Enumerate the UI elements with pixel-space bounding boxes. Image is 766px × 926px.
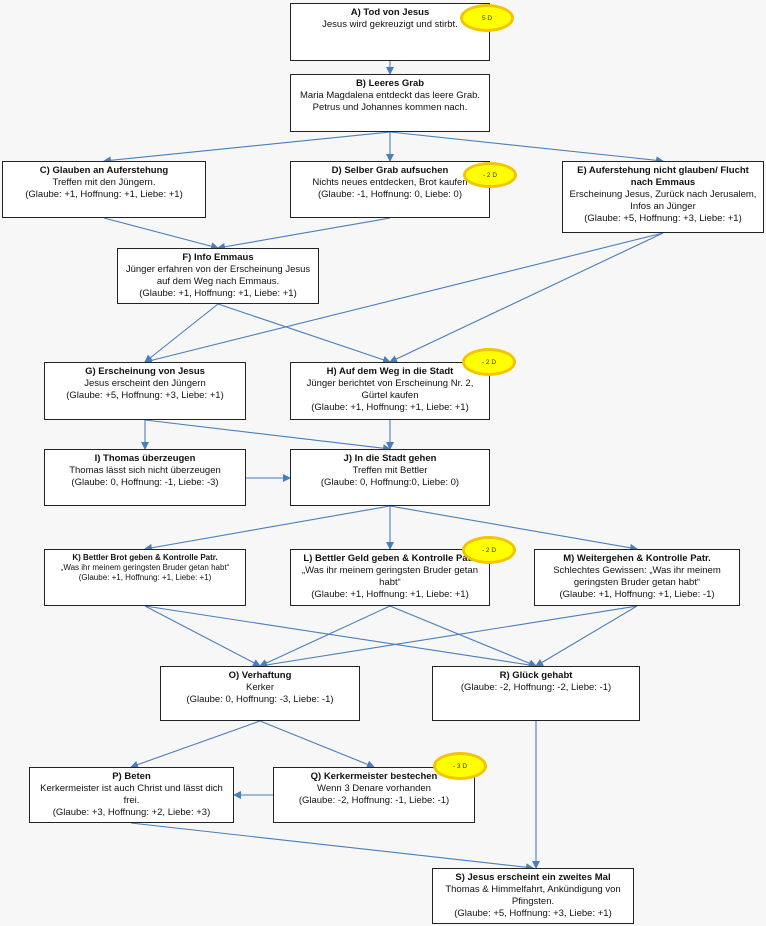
node-description: Wenn 3 Denare vorhanden	[317, 783, 431, 794]
denar-badge-h: - 2 D	[462, 348, 516, 376]
node-h-auf-dem-weg-in-die-stadt[interactable]: H) Auf dem Weg in die Stadt Jünger beric…	[290, 362, 490, 420]
node-description: Nichts neues entdecken, Brot kaufen	[312, 177, 468, 188]
node-o-verhaftung[interactable]: O) Verhaftung Kerker (Glaube: 0, Hoffnun…	[160, 666, 360, 721]
edge-f-g	[144, 303, 219, 363]
edge-l-o	[259, 605, 391, 667]
edge-o-p	[130, 720, 261, 769]
edge-c-f	[103, 217, 219, 251]
node-description: „Was ihr meinem geringsten Bruder getan …	[60, 563, 230, 572]
node-title: A) Tod von Jesus	[350, 7, 430, 18]
node-title: Q) Kerkermeister bestechen	[310, 771, 438, 782]
node-title: L) Bettler Geld geben & Kontrolle Patr.	[303, 553, 477, 564]
node-g-erscheinung-von-jesus[interactable]: G) Erscheinung von Jesus Jesus erscheint…	[44, 362, 246, 420]
edge-k-r	[144, 605, 537, 669]
node-stats: (Glaube: 0, Hoffnung: -1, Liebe: -3)	[71, 477, 219, 488]
node-description: Treffen mit den Jüngern.	[52, 177, 156, 188]
node-stats: (Glaube: -2, Hoffnung: -2, Liebe: -1)	[460, 682, 612, 693]
node-title: F) Info Emmaus	[182, 252, 254, 263]
denar-badge-q: - 3 D	[433, 752, 487, 780]
node-description: Jünger berichtet von Erscheinung Nr. 2, …	[306, 378, 474, 401]
node-f-info-emmaus[interactable]: F) Info Emmaus Jünger erfahren von der E…	[117, 248, 319, 304]
edge-m-o	[259, 605, 638, 669]
node-description: Maria Magdalena entdeckt das leere Grab.…	[299, 90, 481, 113]
node-description: Kerker	[246, 682, 274, 693]
node-description: Kerkermeister ist auch Christ und lässt …	[40, 783, 223, 806]
node-title: H) Auf dem Weg in die Stadt	[326, 366, 454, 377]
node-a-tod-von-jesus[interactable]: A) Tod von Jesus Jesus wird gekreuzigt u…	[290, 3, 490, 61]
node-title: R) Glück gehabt	[499, 670, 573, 681]
node-stats: (Glaube: +1, Hoffnung: +1, Liebe: +1)	[311, 402, 469, 413]
node-description: Jesus erscheint den Jüngern	[84, 378, 206, 389]
node-title: D) Selber Grab aufsuchen	[331, 165, 449, 176]
node-stats: (Glaube: +3, Hoffnung: +2, Liebe: +3)	[52, 807, 211, 818]
node-description: „Was ihr meinem geringsten Bruder getan …	[301, 565, 478, 588]
node-d-selber-grab-aufsuchen[interactable]: D) Selber Grab aufsuchen Nichts neues en…	[290, 161, 490, 218]
node-title: J) In die Stadt gehen	[343, 453, 437, 464]
node-stats: (Glaube: +1, Hoffnung: +1, Liebe: +1)	[78, 573, 212, 582]
edge-g-j	[144, 419, 391, 453]
node-description: Erscheinung Jesus, Zurück nach Jerusalem…	[569, 189, 757, 212]
denar-badge-l: - 2 D	[462, 536, 516, 564]
edge-b-c	[103, 131, 391, 165]
node-stats: (Glaube: +1, Hoffnung: +1, Liebe: +1)	[311, 589, 469, 600]
node-title: E) Auferstehung nicht glauben/ Flucht na…	[577, 165, 749, 188]
node-stats: (Glaube: -2, Hoffnung: -1, Liebe: -1)	[298, 795, 450, 806]
node-stats: (Glaube: 0, Hoffnung: -3, Liebe: -1)	[186, 694, 334, 705]
edge-e-h	[389, 232, 664, 363]
edge-o-q	[259, 720, 375, 769]
node-title: C) Glauben an Auferstehung	[39, 165, 169, 176]
node-description: Schlechtes Gewissen: „Was ihr meinem ger…	[553, 565, 721, 588]
node-m-weitergehen[interactable]: M) Weitergehen & Kontrolle Patr. Schlech…	[534, 549, 740, 606]
node-title: G) Erscheinung von Jesus	[85, 366, 205, 377]
node-e-flucht-nach-emmaus[interactable]: E) Auferstehung nicht glauben/ Flucht na…	[562, 161, 764, 233]
node-k-bettler-brot-geben[interactable]: K) Bettler Brot geben & Kontrolle Patr. …	[44, 549, 246, 606]
node-stats: (Glaube: +5, Hoffnung: +3, Liebe: +1)	[66, 390, 224, 401]
node-stats: (Glaube: +5, Hoffnung: +3, Liebe: +1)	[584, 213, 742, 224]
node-p-beten[interactable]: P) Beten Kerkermeister ist auch Christ u…	[29, 767, 234, 823]
node-description: Jünger erfahren von der Erscheinung Jesu…	[125, 264, 311, 287]
node-j-in-die-stadt-gehen[interactable]: J) In die Stadt gehen Treffen mit Bettle…	[290, 449, 490, 506]
edge-m-r	[535, 605, 638, 667]
node-title: O) Verhaftung	[228, 670, 292, 681]
node-i-thomas-ueberzeugen[interactable]: I) Thomas überzeugen Thomas lässt sich n…	[44, 449, 246, 506]
node-stats: (Glaube: +1, Hoffnung: +1, Liebe: +1)	[139, 288, 297, 299]
edge-j-k	[144, 505, 391, 552]
denar-badge-a: 5 D	[460, 4, 514, 32]
edge-k-o	[144, 605, 261, 667]
denar-badge-d: - 2 D	[463, 162, 517, 188]
node-stats: (Glaube: 0, Hoffnung:0, Liebe: 0)	[320, 477, 460, 488]
node-stats: (Glaube: +5, Hoffnung: +3, Liebe: +1)	[454, 908, 612, 919]
node-s-jesus-erscheint-zweites-mal[interactable]: S) Jesus erscheint ein zweites Mal Thoma…	[432, 868, 634, 924]
node-title: I) Thomas überzeugen	[94, 453, 196, 464]
node-title: M) Weitergehen & Kontrolle Patr.	[563, 553, 711, 564]
node-r-glueck-gehabt[interactable]: R) Glück gehabt (Glaube: -2, Hoffnung: -…	[432, 666, 640, 721]
edge-l-r	[389, 605, 537, 668]
node-description: Treffen mit Bettler	[352, 465, 428, 476]
edge-e-g	[144, 232, 664, 365]
edge-p-s	[130, 822, 534, 872]
node-c-glauben-an-auferstehung[interactable]: C) Glauben an Auferstehung Treffen mit d…	[2, 161, 206, 218]
edge-j-m	[389, 505, 638, 552]
node-title: K) Bettler Brot geben & Kontrolle Patr.	[72, 553, 218, 562]
node-title: B) Leeres Grab	[355, 78, 425, 89]
node-description: Jesus wird gekreuzigt und stirbt.	[322, 19, 458, 30]
edge-b-e	[389, 131, 664, 165]
node-l-bettler-geld-geben[interactable]: L) Bettler Geld geben & Kontrolle Patr. …	[290, 549, 490, 606]
node-stats: (Glaube: +1, Hoffnung: +1, Liebe: +1)	[25, 189, 183, 200]
node-title: S) Jesus erscheint ein zweites Mal	[455, 872, 611, 883]
node-stats: (Glaube: -1, Hoffnung: 0, Liebe: 0)	[318, 189, 462, 200]
node-stats: (Glaube: +1, Hoffnung: +1, Liebe: -1)	[559, 589, 715, 600]
node-description: Thomas lässt sich nicht überzeugen	[69, 465, 221, 476]
node-description: Thomas & Himmelfahrt, Ankündigung von Pf…	[445, 884, 621, 907]
edge-d-f	[217, 217, 391, 251]
edge-f-h	[217, 303, 391, 364]
node-b-leeres-grab[interactable]: B) Leeres Grab Maria Magdalena entdeckt …	[290, 74, 490, 132]
node-title: P) Beten	[112, 771, 151, 782]
